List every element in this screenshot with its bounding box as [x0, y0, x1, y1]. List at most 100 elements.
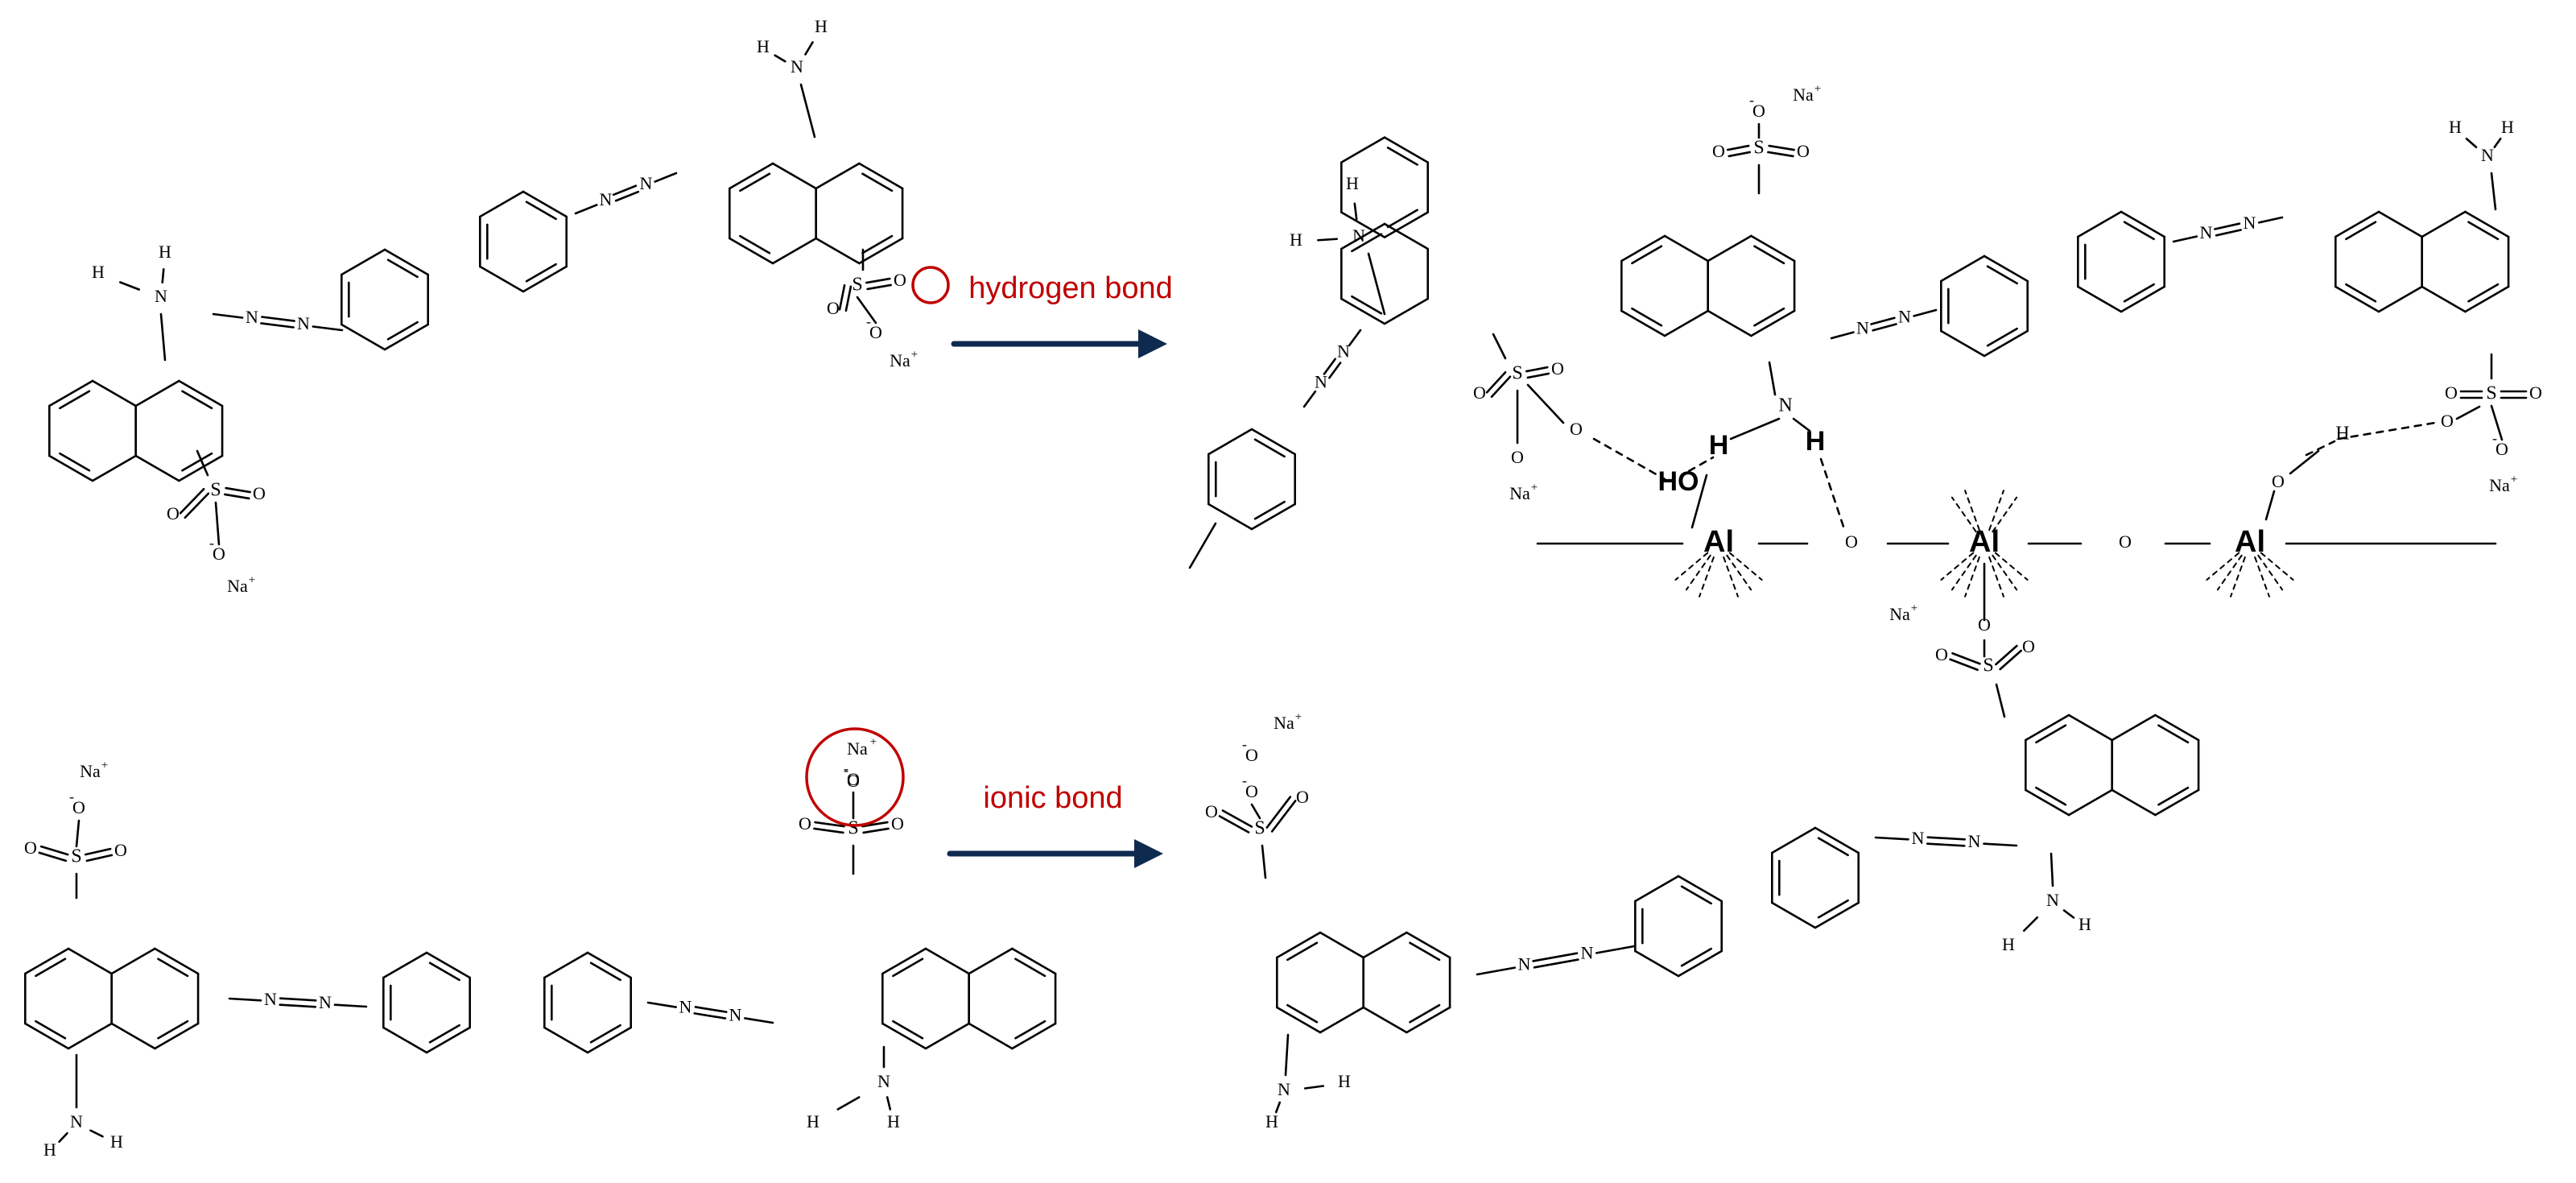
sulfonate-bond [214, 501, 221, 546]
sulfonyl-double-bond [84, 847, 112, 856]
bond-lines [24, 41, 2528, 1144]
ring-double-bond [1631, 245, 1663, 265]
phenyl-ring [1677, 875, 1723, 903]
ring-double-bond [589, 962, 621, 982]
azo-single-bond [1476, 966, 1516, 976]
n-h-bond [89, 1129, 104, 1138]
sodium-label: Na [1509, 483, 1530, 503]
sodium-label: Na [227, 576, 248, 596]
naphthalene-ring [771, 162, 817, 190]
phenyl-ring [1250, 428, 1296, 456]
naphthalene-ring [110, 947, 156, 975]
naphthalene-ring [1319, 1006, 1364, 1034]
azo-single-bond [1830, 331, 1855, 340]
ring-double-bond [1753, 307, 1785, 327]
sulfonyl-double-bond [1726, 144, 1750, 151]
naphthalene-ring [67, 947, 113, 975]
ring-double-bond [181, 390, 213, 410]
c-n-bond [1768, 361, 1777, 396]
oxygen-label: O [1845, 532, 1858, 552]
phenyl-ring [1983, 254, 2029, 283]
phenyl-ring [1771, 901, 1817, 929]
naphthalene-ring [1620, 309, 1666, 337]
ring-double-bond [59, 452, 91, 472]
naphthalene-ring [67, 1022, 113, 1050]
ring-double-bond [1817, 837, 1849, 857]
ring-double-bond [1386, 147, 1418, 166]
naphthalene-ring [2111, 714, 2157, 742]
nitrogen-label: N [1898, 307, 1911, 327]
ring-double-bond [2345, 283, 2377, 303]
n-h-bond [58, 1131, 68, 1144]
naphthalene-ring [48, 379, 94, 407]
azo-single-bond [1596, 945, 1636, 954]
coordination-spoke [1685, 554, 1711, 591]
azo-double-bond [2215, 229, 2242, 237]
azo-double-bond [260, 322, 295, 329]
n-h-bond [2022, 916, 2039, 933]
ring-double-bond [1986, 327, 2018, 347]
sulfonyl-double-bond [184, 492, 210, 519]
naphthalene-ring [154, 1022, 200, 1050]
naphthalene-ring [2421, 285, 2467, 313]
phenyl-ring [341, 323, 386, 351]
hydrogen-bond-dashed [2337, 421, 2437, 441]
oxygen-label: O [1205, 801, 1218, 821]
sulfonate-bond [2490, 404, 2504, 441]
azo-single-bond [2172, 235, 2198, 243]
azo-single-bond [1913, 308, 1938, 317]
azo-double-bond [1926, 842, 1966, 847]
n-h-bond [1317, 238, 1338, 242]
phenyl-ring [1208, 428, 1253, 456]
n-h-bond [161, 267, 165, 284]
naphthalene-ring [2377, 285, 2423, 313]
phenyl-ring [1940, 329, 1986, 358]
aluminium-label: Al [2235, 525, 2265, 559]
oxygen-label: O [799, 813, 811, 833]
azo-single-bond [333, 1003, 368, 1008]
hydrogen-label: H [1806, 426, 1826, 457]
nitrogen-label: N [791, 56, 803, 77]
naphthalene-ring [178, 454, 224, 482]
oxygen-label: O [1752, 101, 1765, 121]
phenyl-ring [1771, 826, 1817, 854]
coordination-spoke [1951, 496, 1977, 533]
phenyl-ring [479, 265, 525, 293]
sodium-label: Na [847, 738, 868, 759]
phenyl-ring [2077, 210, 2123, 238]
naphthalene-ring [1707, 234, 1752, 263]
phenyl-ring [1634, 949, 1680, 978]
naphthalene-ring [924, 947, 970, 975]
coordination-spoke [1726, 554, 1752, 591]
naphthalene-ring [1707, 309, 1752, 337]
oxygen-label: O [167, 503, 180, 523]
sulfonyl-double-bond [1526, 372, 1550, 379]
naphthalene-ring [2067, 788, 2113, 817]
charge-label: + [1531, 481, 1538, 494]
nitrogen-label: N [1581, 943, 1594, 963]
sulfur-label: S [1753, 138, 1764, 159]
phenyl-ring [543, 951, 589, 979]
azo-single-bond [1302, 390, 1317, 408]
nitrogen-label: N [640, 173, 653, 193]
n-h-bond [2465, 137, 2478, 149]
phenyl-ring [1940, 254, 1986, 283]
sulfur-label: S [1983, 656, 1993, 676]
naphthalene-ring [1750, 309, 1796, 337]
sulfonyl-double-bond [862, 827, 890, 834]
phenyl-ring [522, 265, 568, 293]
hydrogen-bond-label: hydrogen bond [968, 271, 1173, 305]
ring-double-bond [2157, 786, 2190, 806]
methyl-bond [1188, 522, 1217, 569]
phenyl-ring [522, 190, 568, 218]
naphthalene-ring [24, 947, 70, 975]
sulfonyl-double-bond [1768, 144, 1795, 151]
c-n-bond [159, 312, 167, 362]
phenyl-ring [341, 248, 386, 276]
charge-label: - [2492, 430, 2497, 446]
reaction-arrow-head [1134, 839, 1163, 868]
nitrogen-label: N [729, 1005, 742, 1025]
naphthalene-ring [2111, 788, 2157, 817]
sulfonyl-double-bond [1728, 151, 1752, 158]
oxygen-label: O [72, 797, 85, 817]
